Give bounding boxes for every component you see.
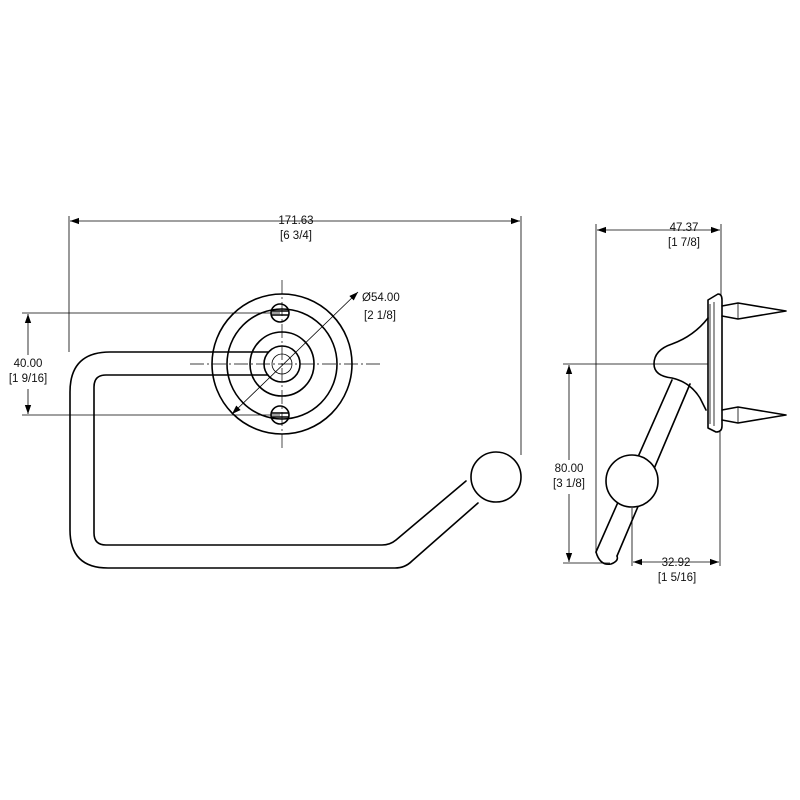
side-end-ball (605, 454, 659, 508)
dim-height-metric: 80.00 (555, 463, 584, 475)
wall-spike-top (721, 302, 787, 320)
end-ball (470, 451, 522, 503)
dim-screw-spacing-metric: 40.00 (14, 358, 43, 370)
dim-rose-diameter-metric: Ø54.00 (362, 292, 400, 304)
dim-overall-width-imperial: [6 3/4] (280, 230, 312, 242)
dim-offset-metric: 32.92 (662, 557, 691, 569)
wall-spike-bottom (721, 406, 787, 424)
dim-projection-metric: 47.37 (670, 222, 699, 234)
dim-screw-spacing-imperial: [1 9/16] (9, 373, 47, 385)
dim-projection-imperial: [1 7/8] (668, 237, 700, 249)
dim-offset-imperial: [1 5/16] (658, 572, 696, 584)
wall-plate (707, 293, 723, 433)
dim-height-imperial: [3 1/8] (553, 478, 585, 490)
holder-arm-inner (93, 374, 467, 546)
dimension-line-rose-diameter (231, 291, 359, 415)
holder-arm-outer (69, 351, 479, 569)
side-arm-tip (595, 551, 619, 566)
dim-overall-width-metric: 171.63 (278, 215, 313, 227)
front-view: 171.63 [6 3/4] 40.00 [1 9/16] Ø54.00 [2 … (2, 215, 522, 569)
side-view: 47.37 [1 7/8] 80.00 [3 1/8] 32.92 [1 5/1… (544, 222, 787, 584)
dim-rose-diameter-imperial: [2 1/8] (364, 310, 396, 322)
